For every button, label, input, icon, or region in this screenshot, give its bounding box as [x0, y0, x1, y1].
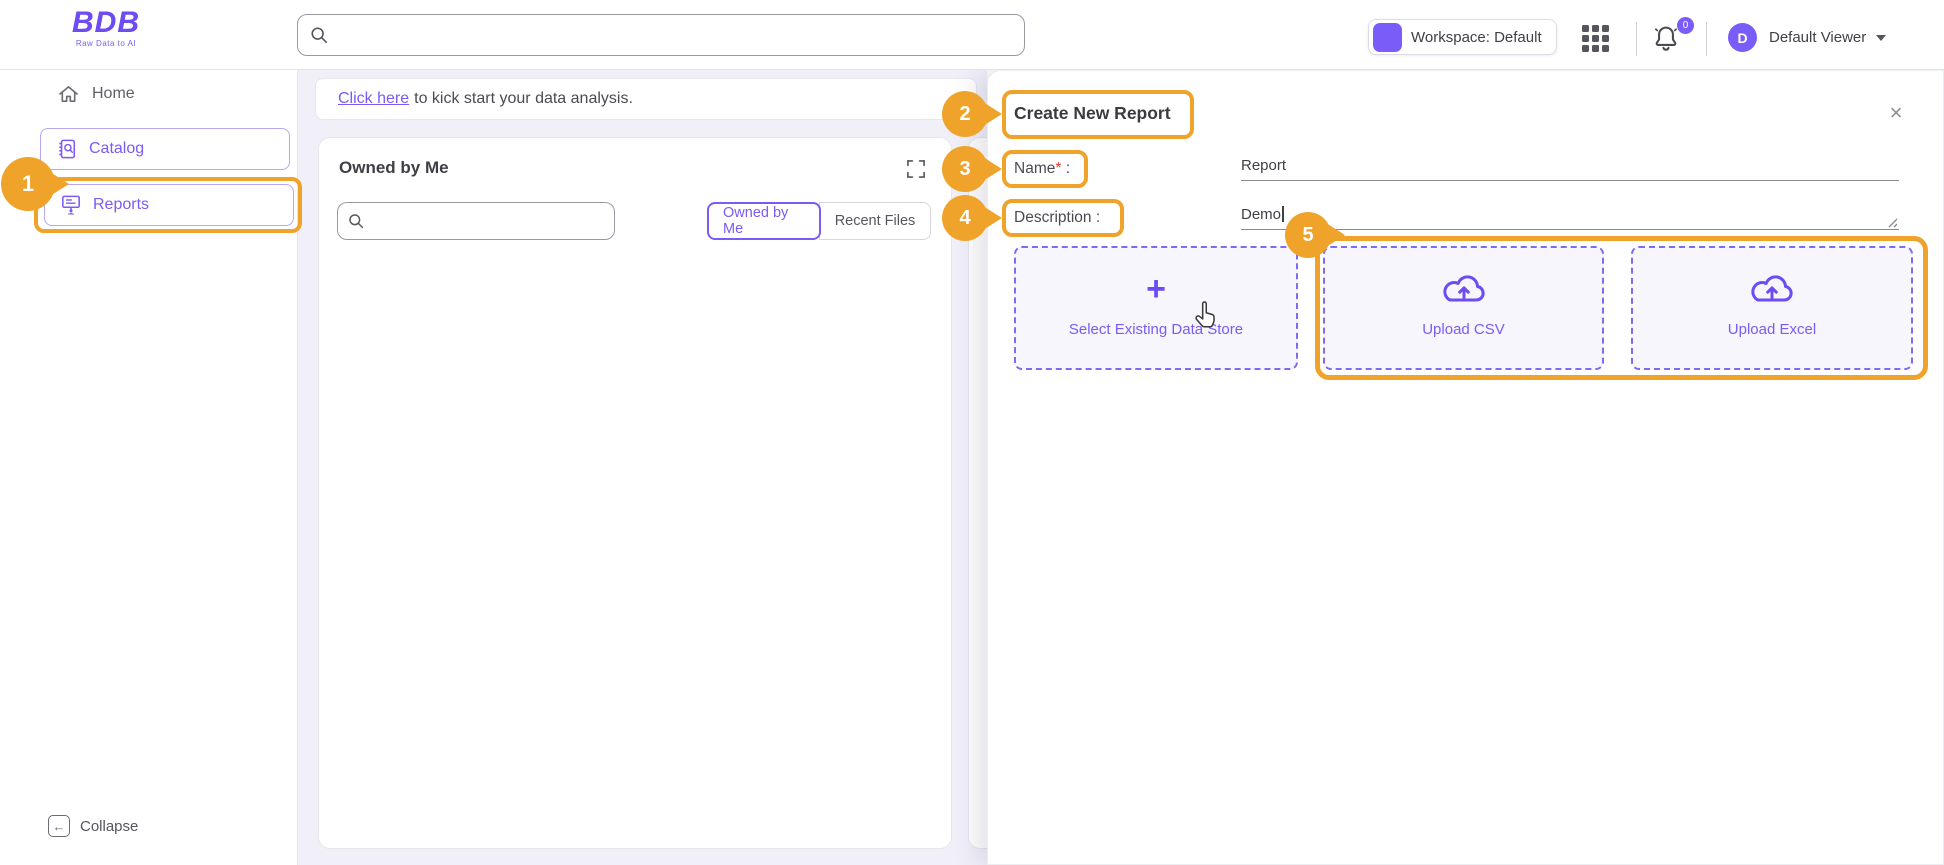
- header-divider: [1706, 22, 1707, 56]
- annotation-pin-3: 3: [942, 146, 988, 192]
- workspace-selector[interactable]: Workspace: Default: [1368, 19, 1557, 55]
- sidebar-collapse-button[interactable]: ← Collapse: [48, 815, 138, 837]
- owned-by-me-card: Owned by Me Owned by Me Recent Files: [318, 137, 952, 849]
- avatar: D: [1728, 23, 1757, 52]
- main-content-area: Click here to kick start your data analy…: [298, 70, 998, 865]
- bdb-logo[interactable]: BDB Raw Data to AI: [46, 6, 166, 49]
- click-here-link[interactable]: Click here: [338, 90, 410, 107]
- description-field[interactable]: Demo: [1241, 206, 1899, 230]
- name-label: Name* :: [1014, 160, 1071, 177]
- sidebar-item-label: Catalog: [89, 140, 145, 157]
- home-icon: [59, 86, 78, 102]
- annotation-pin-5: 5: [1285, 212, 1331, 258]
- reports-icon: [62, 195, 80, 215]
- catalog-icon: [59, 139, 76, 159]
- sidebar-item-label: Home: [92, 85, 135, 102]
- cloud-upload-icon: [1440, 272, 1488, 308]
- cloud-upload-icon: [1748, 272, 1796, 308]
- sidebar-item-catalog[interactable]: Catalog: [40, 128, 290, 170]
- plus-icon: +: [1146, 270, 1166, 308]
- name-value: Report: [1241, 157, 1287, 174]
- bdb-logo-text: BDB: [72, 6, 140, 39]
- description-label: Description :: [1014, 209, 1101, 226]
- sidebar-item-home[interactable]: Home: [58, 84, 135, 104]
- section-title: Owned by Me: [339, 158, 449, 177]
- global-search-input[interactable]: [338, 26, 1012, 44]
- annotation-pin-2: 2: [942, 91, 988, 137]
- collapse-arrow-icon: ←: [48, 815, 70, 837]
- expand-fullscreen-icon[interactable]: [907, 160, 925, 178]
- kickstart-banner: Click here to kick start your data analy…: [315, 78, 977, 120]
- tab-owned-by-me[interactable]: Owned by Me: [707, 202, 821, 240]
- user-menu[interactable]: D Default Viewer: [1728, 23, 1887, 52]
- global-search-bar[interactable]: [297, 14, 1025, 56]
- sidebar: Home Catalog Reports: [0, 70, 298, 865]
- file-filter-tabs: Owned by Me Recent Files: [707, 202, 931, 240]
- annotation-pin-1: 1: [1, 157, 55, 211]
- sidebar-item-label: Reports: [93, 196, 150, 213]
- panel-title: Create New Report: [1014, 103, 1171, 123]
- banner-text: to kick start your data analysis.: [414, 90, 633, 107]
- header-divider: [1636, 22, 1637, 56]
- report-search-bar[interactable]: [337, 202, 615, 240]
- user-name: Default Viewer: [1769, 29, 1867, 46]
- bell-icon: [1654, 26, 1678, 51]
- apps-grid-icon[interactable]: [1582, 25, 1612, 53]
- tab-recent-files[interactable]: Recent Files: [819, 202, 931, 240]
- top-header: BDB Raw Data to AI Workspace: Default 0: [0, 0, 1944, 70]
- search-icon: [310, 26, 328, 44]
- search-icon: [348, 213, 364, 229]
- report-search-input[interactable]: [372, 213, 604, 229]
- collapse-label: Collapse: [80, 817, 139, 835]
- create-new-report-panel: Create New Report × Name* : Report Descr…: [987, 70, 1944, 865]
- bdb-logo-tagline: Raw Data to AI: [75, 39, 137, 48]
- notification-count-badge: 0: [1677, 17, 1694, 34]
- workspace-color-swatch: [1373, 22, 1402, 52]
- close-icon[interactable]: ×: [1889, 100, 1903, 125]
- sidebar-item-reports[interactable]: Reports: [44, 184, 294, 226]
- notifications-button[interactable]: 0: [1652, 17, 1694, 59]
- name-field[interactable]: Report: [1241, 157, 1899, 181]
- chevron-down-icon: [1876, 34, 1887, 41]
- annotation-pin-4: 4: [942, 195, 988, 241]
- select-existing-data-store-button[interactable]: + Select Existing Data Store: [1014, 246, 1298, 370]
- upload-csv-button[interactable]: Upload CSV: [1323, 246, 1604, 370]
- workspace-label: Workspace: Default: [1411, 28, 1542, 46]
- upload-excel-button[interactable]: Upload Excel: [1631, 246, 1913, 370]
- description-value: Demo: [1241, 206, 1282, 223]
- text-cursor: [1282, 206, 1284, 222]
- required-asterisk: *: [1055, 160, 1062, 177]
- textarea-resize-handle[interactable]: [1888, 218, 1898, 228]
